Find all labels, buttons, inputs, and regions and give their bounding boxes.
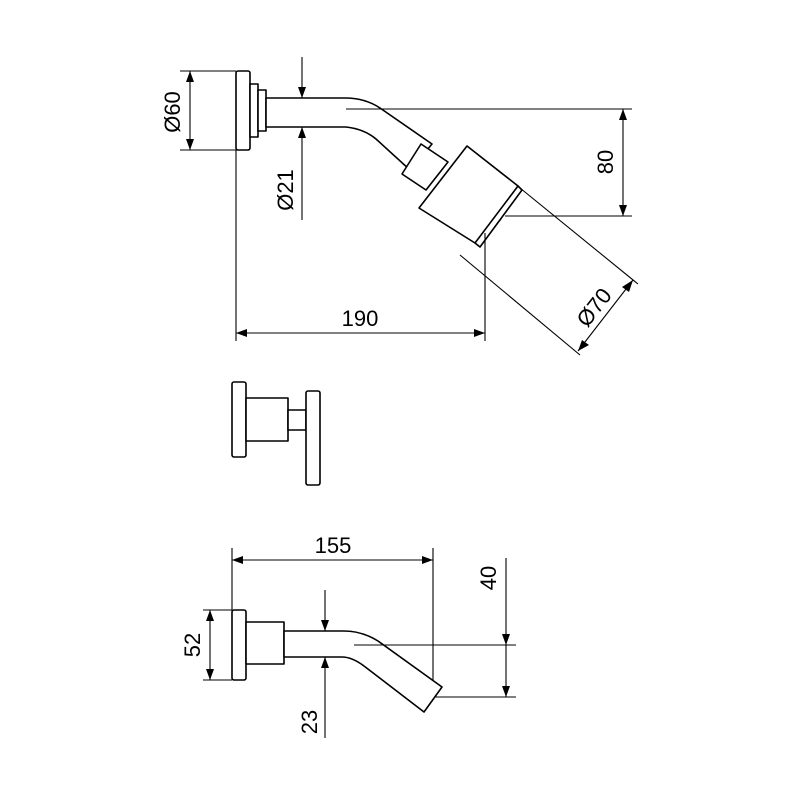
- shower-flange-collar: [249, 83, 259, 138]
- dim-drop: 80: [593, 150, 618, 174]
- spout-view: 155 40 52 23: [180, 533, 516, 738]
- shower-head-view: Ø60 Ø21 80 190 Ø70: [160, 57, 639, 356]
- valve-handle: [305, 390, 321, 486]
- valve-stem: [287, 409, 307, 431]
- shower-neck: [401, 143, 449, 191]
- shower-flange-nut: [257, 89, 267, 132]
- spout-wall-flange: [231, 609, 247, 681]
- dim-flange-diameter: Ø60: [160, 91, 185, 133]
- spout-collar: [245, 621, 285, 665]
- dim-projection: 190: [342, 306, 379, 331]
- dim-head-diameter: Ø70: [571, 283, 616, 331]
- valve-body: [245, 397, 289, 442]
- valve-handle-view: [231, 381, 321, 486]
- dim-spout-flange: 52: [180, 633, 205, 657]
- dim-arm-diameter: Ø21: [273, 169, 298, 211]
- dim-spout-pipe: 23: [297, 710, 322, 734]
- dim-spout-height: 40: [476, 566, 501, 590]
- valve-wall-plate: [231, 381, 247, 458]
- shower-wall-flange: [235, 70, 251, 151]
- dim-spout-projection: 155: [315, 533, 352, 558]
- spout-pipe: [283, 630, 443, 713]
